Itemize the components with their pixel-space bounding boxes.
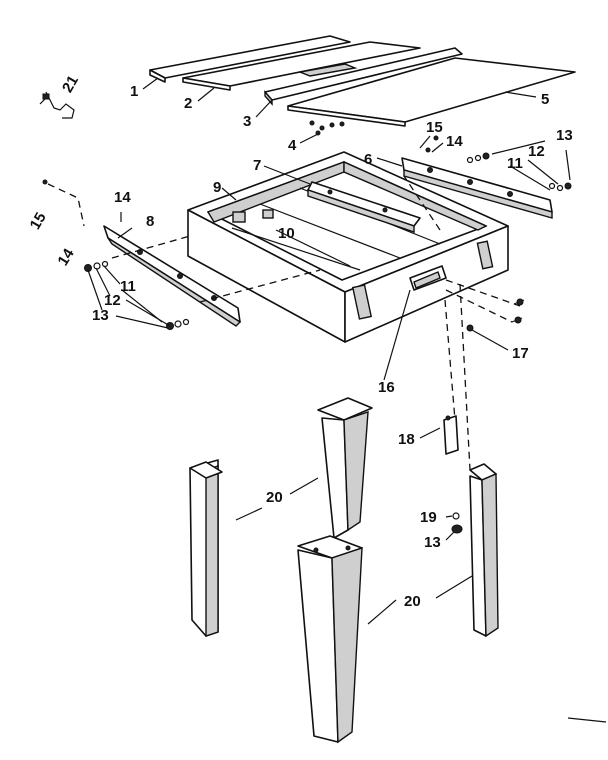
label-12-left: 12 <box>104 292 121 309</box>
label-8: 8 <box>146 213 154 230</box>
scan-mark <box>567 717 607 723</box>
label-5: 5 <box>541 91 549 108</box>
bolts-17 <box>466 298 525 332</box>
part-21-tool <box>39 91 75 119</box>
label-20-left: 20 <box>266 489 283 506</box>
label-17: 17 <box>512 345 529 362</box>
part-15-left <box>42 179 48 185</box>
leg-right-back <box>469 463 499 638</box>
label-21: 21 <box>59 73 82 96</box>
label-2: 2 <box>184 95 192 112</box>
label-9: 9 <box>213 179 221 196</box>
top-plate-5 <box>287 57 576 127</box>
label-20-right: 20 <box>404 593 421 610</box>
leg-left-back <box>189 459 223 637</box>
label-15-rotated: 15 <box>27 210 50 233</box>
label-4: 4 <box>288 137 297 154</box>
leg-center-back <box>317 397 373 539</box>
label-14-rotated: 14 <box>54 245 78 269</box>
top-plate-3-rail <box>264 47 463 106</box>
label-1: 1 <box>130 83 138 100</box>
label-15-top: 15 <box>426 119 443 136</box>
washer-19 <box>452 512 460 520</box>
label-13-left: 13 <box>92 307 109 324</box>
top-plate-1 <box>149 35 351 83</box>
callout-labels: 1 2 3 4 5 6 7 8 9 10 11 11 12 12 13 13 1… <box>27 73 573 610</box>
rail-6-right <box>401 157 553 219</box>
label-14-top: 14 <box>446 133 463 150</box>
label-12-right: 12 <box>528 143 545 160</box>
label-18: 18 <box>398 431 415 448</box>
label-13-bottom: 13 <box>424 534 441 551</box>
label-7: 7 <box>253 157 261 174</box>
label-11-left: 11 <box>120 278 136 295</box>
base-frame <box>187 151 509 343</box>
hardware-right <box>425 135 572 192</box>
label-16: 16 <box>378 379 395 396</box>
label-13-right: 13 <box>556 127 573 144</box>
leader-lines <box>87 77 571 625</box>
label-10: 10 <box>278 225 295 242</box>
part-18-bolt <box>443 415 459 455</box>
label-19: 19 <box>420 509 437 526</box>
label-11-right: 11 <box>507 155 523 172</box>
nut-13-bottom <box>451 524 463 534</box>
leg-front <box>297 535 363 744</box>
label-6: 6 <box>364 151 372 168</box>
rail-7 <box>307 181 421 233</box>
top-plate-2 <box>182 41 421 91</box>
label-3: 3 <box>243 113 251 130</box>
screws-4 <box>309 120 345 136</box>
label-14-left: 14 <box>114 189 131 206</box>
assembly-lines <box>47 175 521 471</box>
